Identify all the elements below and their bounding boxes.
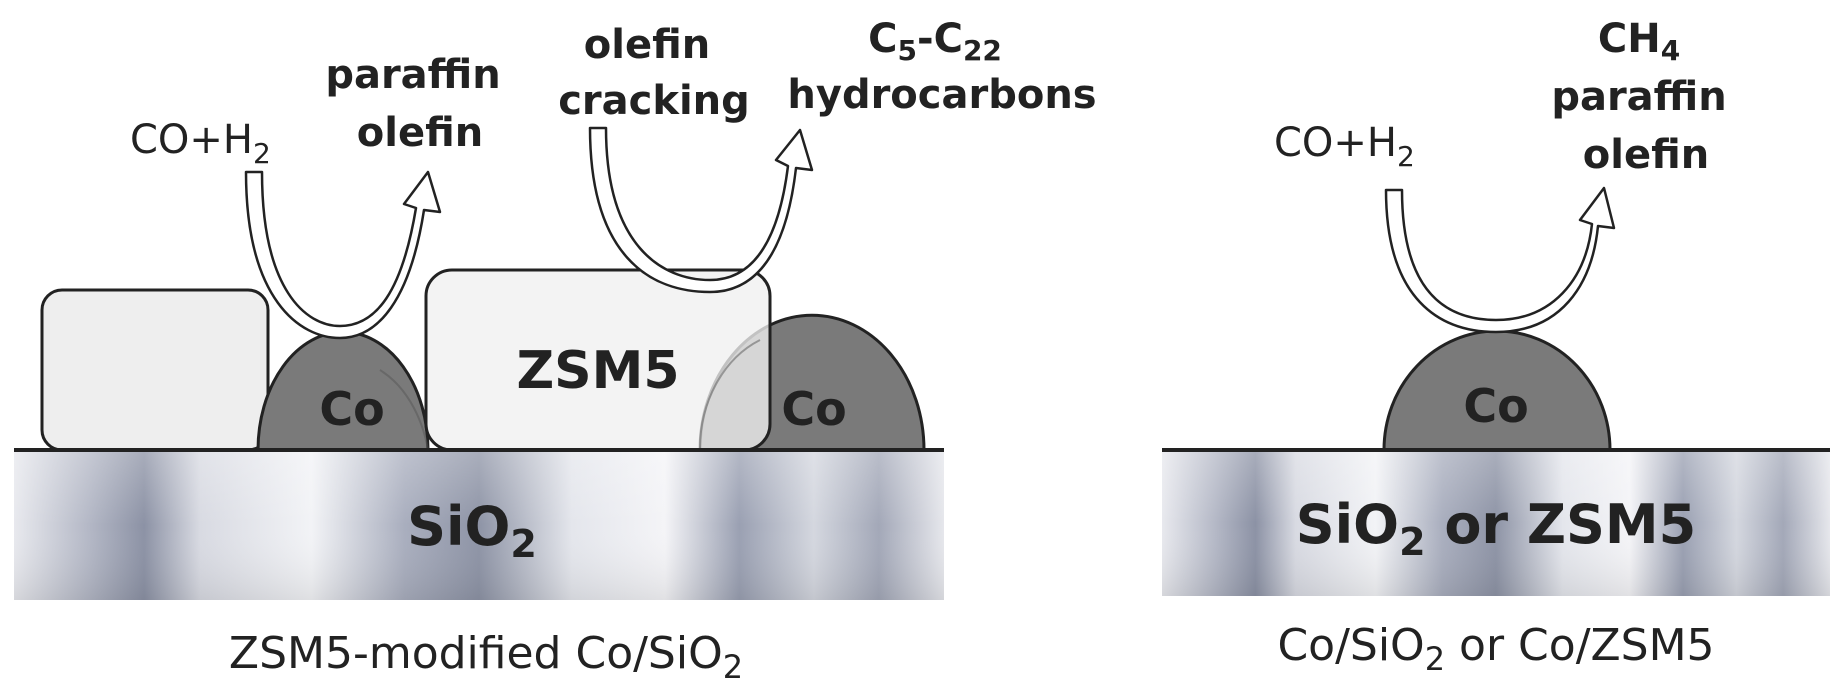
right-caption: Co/SiO2 or Co/ZSM5 (1277, 620, 1714, 678)
cobalt-label-1: Co (319, 382, 384, 436)
left-caption: ZSM5-modified Co/SiO2 (229, 628, 743, 686)
hydrocarbon-label: C5-C22 hydrocarbons (787, 16, 1096, 118)
reaction-arrow-2 (588, 126, 814, 294)
zeolite-label: ZSM5 (516, 341, 679, 401)
left-reactant-label: CO+H2 (130, 117, 271, 170)
right-panel: CO+H2 CH4 paraffin olefin Co SiO2 or ZSM… (1162, 16, 1830, 678)
right-support-label: SiO2 or ZSM5 (1296, 493, 1696, 564)
reaction-arrow-1 (244, 170, 442, 340)
right-reactant-label: CO+H2 (1274, 120, 1415, 173)
left-panel: CO+H2 paraffin olefin olefin cracking C5… (14, 16, 1097, 686)
cobalt-label-right: Co (1463, 379, 1528, 433)
right-products-label: CH4 paraffin olefin (1551, 16, 1740, 178)
left-product-label: paraffin olefin (325, 52, 514, 156)
process-label: olefin cracking (558, 22, 750, 124)
cobalt-label-2: Co (781, 382, 846, 436)
reaction-arrow-right (1384, 186, 1616, 334)
left-support-label: SiO2 (407, 495, 537, 566)
zeolite-crystal-left (40, 288, 270, 452)
